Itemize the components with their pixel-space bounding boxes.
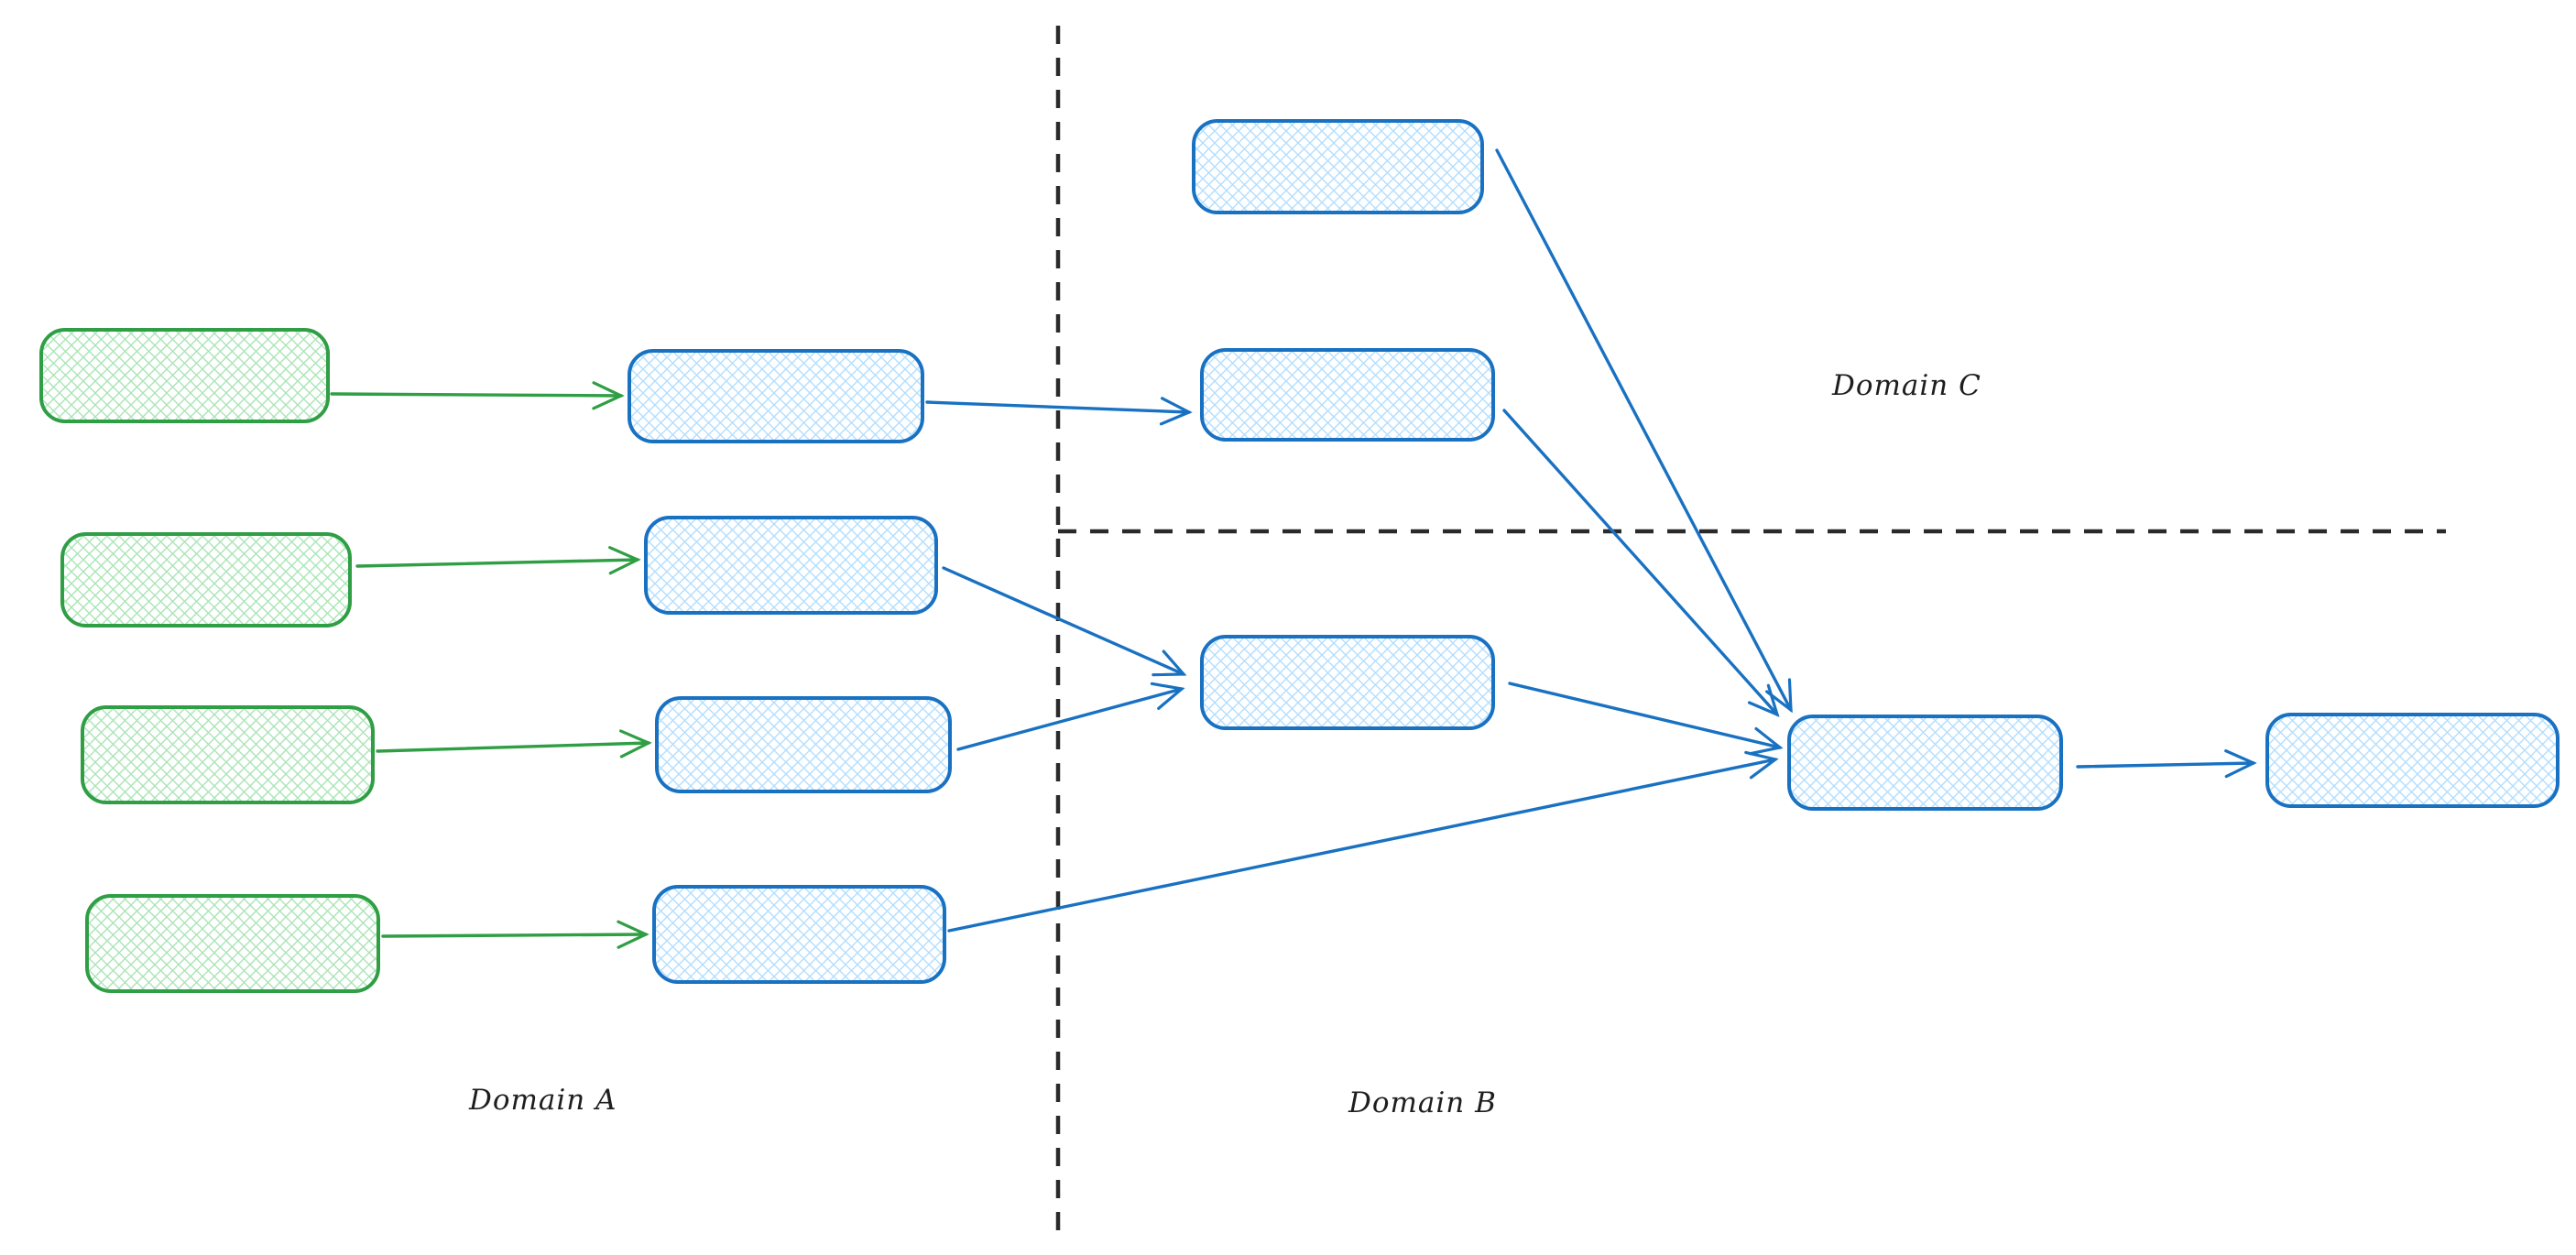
arrow-stage1-4-to-merge [947,750,1779,933]
green-source-4-node [85,894,380,993]
domain-boundaries [1055,26,2446,1235]
arrow-source3-to-stage1-3 [376,729,652,758]
arrow-source4-to-stage1-4 [381,920,649,949]
blue-output-node [2265,713,2560,808]
blue-stage2-2-node [1200,635,1495,730]
arrow-stage2-2-to-merge [1508,682,1784,756]
arrow-stage1-1-to-stage2-1 [925,397,1193,426]
labels-layer: Domain A Domain B Domain C [468,369,1981,1119]
green-source-3-node [81,705,375,804]
domain-b-label: Domain B [1348,1086,1497,1119]
blue-stage2-1-node [1200,348,1495,442]
arrow-stage2-1-to-merge [1502,409,1780,717]
nodes-layer [39,119,2560,993]
blue-stage1-4-node [652,885,946,984]
arrow-domain-c-source-to-merge [1495,148,1793,714]
arrow-source1-to-stage1-1 [330,381,625,410]
blue-stage1-2-node [644,516,938,615]
arrow-source2-to-stage1-2 [355,546,641,575]
green-source-1-node [39,328,330,423]
green-source-2-node [60,532,352,628]
domain-a-label: Domain A [468,1084,617,1117]
arrow-merge-to-output [2076,749,2257,779]
arrow-stage1-2-to-stage2-2 [942,566,1187,677]
edges-layer [330,148,2257,949]
blue-stage1-3-node [655,696,952,793]
domain-c-label: Domain C [1831,369,1981,402]
blue-stage1-1-node [628,349,924,443]
blue-merge-node [1787,715,2063,811]
blue-domain-c-source-node [1192,119,1484,214]
arrow-stage1-3-to-stage2-2 [956,682,1185,751]
